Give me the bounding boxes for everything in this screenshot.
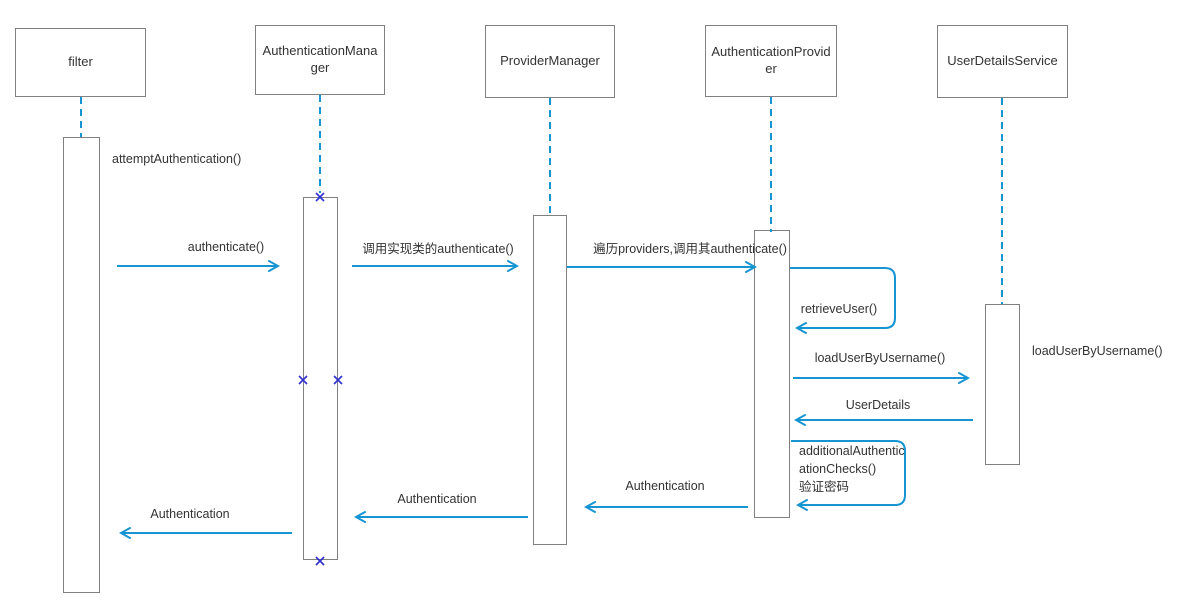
actor-user-details-service: UserDetailsService [937,25,1068,98]
actor-provider-manager: ProviderManager [485,25,615,98]
actor-authentication-manager-label: AuthenticationManager [262,43,378,75]
label-additional-checks: additionalAuthenticationChecks() 验证密码 [799,444,905,495]
label-load-user-by-username: loadUserByUsername() [814,351,946,365]
label-load-user-by-username-note: loadUserByUsername() [1032,344,1163,358]
actor-provider-manager-label: ProviderManager [500,53,600,69]
label-authentication-return-3: Authentication [150,507,230,521]
activation-filter [63,137,100,593]
actor-authentication-provider-label: AuthenticationProvider [711,44,831,76]
activation-provider-manager [533,215,567,545]
label-authentication-return-1: Authentication [625,479,705,493]
self-loop-retrieve-user [790,267,896,328]
label-iterate-providers: 遍历providers,调用其authenticate() [593,242,787,256]
label-call-impl-authenticate: 调用实现类的authenticate() [362,242,514,256]
actor-authentication-manager: AuthenticationManager [255,25,385,95]
label-user-details: UserDetails [845,398,911,412]
label-attempt-authentication: attemptAuthentication() [112,152,242,166]
label-authenticate: authenticate() [187,240,265,254]
actor-filter-label: filter [68,54,93,70]
activation-authentication-provider [754,230,790,518]
activation-user-details-service [985,304,1020,465]
actor-user-details-service-label: UserDetailsService [947,53,1058,69]
activation-authentication-manager [303,197,338,560]
actor-filter: filter [15,28,146,97]
actor-authentication-provider: AuthenticationProvider [705,25,837,97]
label-retrieve-user: retrieveUser() [800,302,878,316]
label-authentication-return-2: Authentication [397,492,477,506]
